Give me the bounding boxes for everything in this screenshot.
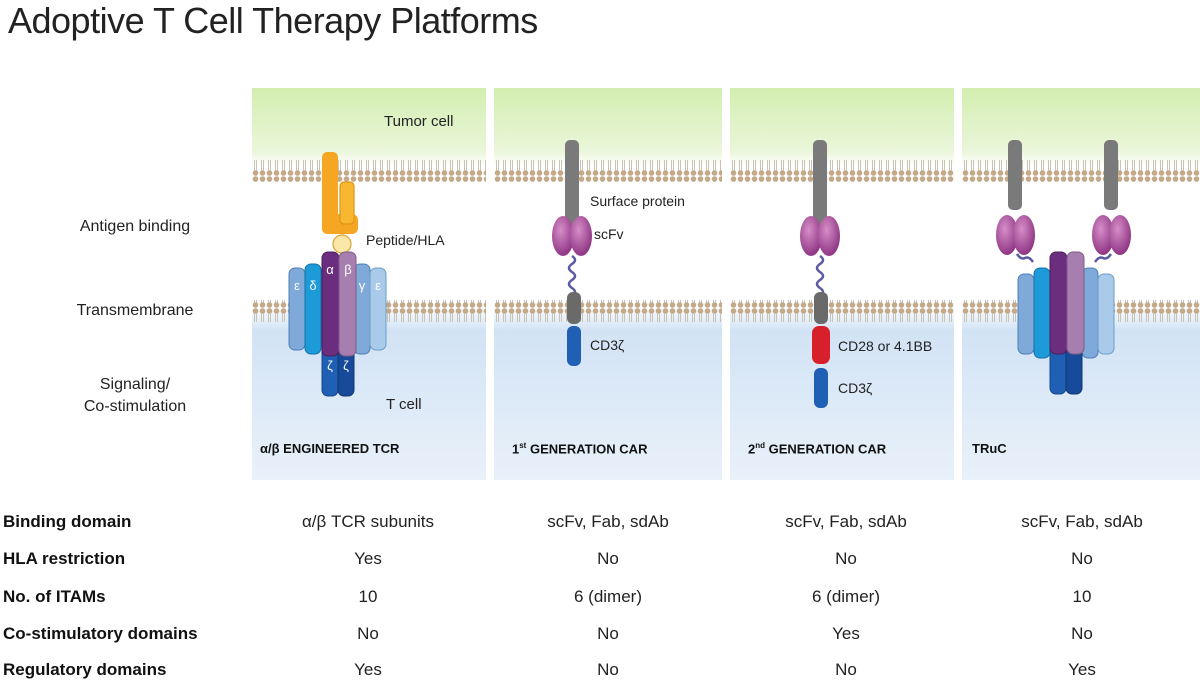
truc-panel: TRuC <box>962 88 1200 480</box>
cell-truc-hla: No <box>1071 549 1093 568</box>
cell-tcr-hla: Yes <box>354 549 382 568</box>
zeta-right-label: ζ <box>343 358 349 373</box>
car2-diagram <box>730 88 954 480</box>
tcr-diagram: α β ε δ γ ε ζ ζ <box>252 88 486 480</box>
row-label-itams: No. of ITAMs <box>3 587 106 606</box>
cell-car1-binding: scFv, Fab, sdAb <box>547 512 669 531</box>
cell-car2-costim: Yes <box>832 624 860 643</box>
row-label-hla-restriction: HLA restriction <box>3 549 126 568</box>
tumor-cell-label: Tumor cell <box>384 113 454 130</box>
cell-car2-regulatory: No <box>835 660 857 679</box>
peptide-icon <box>332 234 352 254</box>
cd3z-label-car2: CD3ζ <box>838 380 873 396</box>
cell-car2-itams: 6 (dimer) <box>811 587 880 606</box>
cell-car2-hla: No <box>835 549 857 568</box>
epsilon-right-label: ε <box>375 278 381 293</box>
costim-label: CD28 or 4.1BB <box>838 338 933 354</box>
signaling-label-line2: Co-stimulation <box>83 398 187 415</box>
row-label-regulatory: Regulatory domains <box>3 660 167 679</box>
row-label-binding-domain: Binding domain <box>3 512 132 531</box>
peptide-hla-label: Peptide/HLA <box>366 232 445 248</box>
car1-diagram <box>494 88 722 480</box>
surface-protein <box>565 140 579 224</box>
cell-truc-costim: No <box>1071 624 1093 643</box>
t-cell-label: T cell <box>386 396 422 413</box>
hla-heavy-chain <box>322 152 338 234</box>
cell-truc-binding: scFv, Fab, sdAb <box>1021 512 1143 531</box>
surface-protein-label: Surface protein <box>590 193 685 209</box>
beta-subunit-label: β <box>344 262 351 277</box>
transmembrane-label: Transmembrane <box>76 302 194 319</box>
alpha-subunit-label: α <box>326 262 334 277</box>
scfv-label: scFv <box>594 226 624 242</box>
car2-panel: CD28 or 4.1BB CD3ζ 2nd GENERATION CAR <box>730 88 954 480</box>
zeta-left-label: ζ <box>327 358 333 373</box>
antigen-binding-label: Antigen binding <box>79 218 191 235</box>
cell-tcr-costim: No <box>357 624 379 643</box>
cell-car1-hla: No <box>597 549 619 568</box>
cell-car1-itams: 6 (dimer) <box>573 587 642 606</box>
epsilon-left-label: ε <box>294 278 300 293</box>
cell-car2-binding: scFv, Fab, sdAb <box>785 512 907 531</box>
cell-truc-itams: 10 <box>1072 587 1092 606</box>
cell-tcr-regulatory: Yes <box>354 660 382 679</box>
signaling-label-line1: Signaling/ <box>99 376 171 393</box>
row-label-costim: Co-stimulatory domains <box>3 624 198 643</box>
cell-tcr-binding: α/β TCR subunits <box>301 512 435 531</box>
tcr-panel: α β ε δ γ ε ζ ζ Tumor cell Peptide/HLA T… <box>252 88 486 480</box>
cd3z-label-car1: CD3ζ <box>590 337 625 353</box>
car1-panel: Surface protein scFv CD3ζ 1st GENERATION… <box>494 88 722 480</box>
cell-truc-regulatory: Yes <box>1068 660 1096 679</box>
tcr-caption: α/β ENGINEERED TCR <box>260 441 400 456</box>
page-title: Adoptive T Cell Therapy Platforms <box>8 0 538 41</box>
cell-car1-costim: No <box>597 624 619 643</box>
truc-diagram <box>962 88 1200 480</box>
delta-subunit-label: δ <box>309 278 316 293</box>
truc-caption: TRuC <box>972 441 1007 456</box>
gamma-subunit-label: γ <box>359 278 366 293</box>
car2-caption: 2nd GENERATION CAR <box>748 441 887 457</box>
costim-domain <box>812 326 830 364</box>
cell-car1-regulatory: No <box>597 660 619 679</box>
car1-caption: 1st GENERATION CAR <box>512 441 648 457</box>
cell-tcr-itams: 10 <box>358 587 378 606</box>
